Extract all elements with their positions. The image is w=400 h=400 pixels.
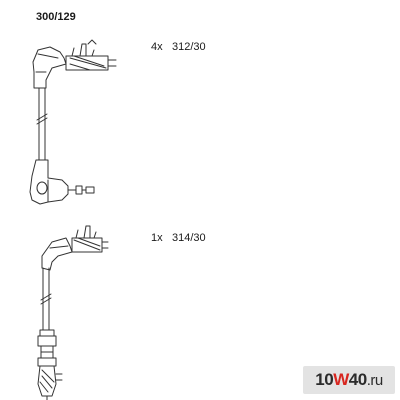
terminal-clip-2: [71, 225, 109, 253]
spark-plug-end: [41, 237, 73, 271]
kit-number-label: 300/129: [36, 11, 76, 23]
lead-312-30-drawing: [29, 39, 117, 205]
lead-quantity: 1x: [151, 232, 163, 244]
distributor-boot: [29, 159, 95, 205]
watermark-part: W: [333, 370, 349, 389]
watermark-part: 40: [348, 370, 367, 389]
spark-plug-boot: [32, 46, 67, 89]
coil-boot: [37, 329, 63, 400]
watermark-part: 10: [315, 370, 334, 389]
lead-314-30-drawing: [37, 225, 109, 400]
ignition-cable-2: [40, 267, 52, 331]
watermark-part: .ru: [366, 371, 384, 389]
terminal-clip: [65, 39, 117, 71]
lead-part-number: 312/30: [172, 41, 206, 53]
lead-quantity: 4x: [151, 41, 163, 53]
lead-part-number: 314/30: [172, 232, 206, 244]
ignition-cable: [36, 87, 48, 161]
